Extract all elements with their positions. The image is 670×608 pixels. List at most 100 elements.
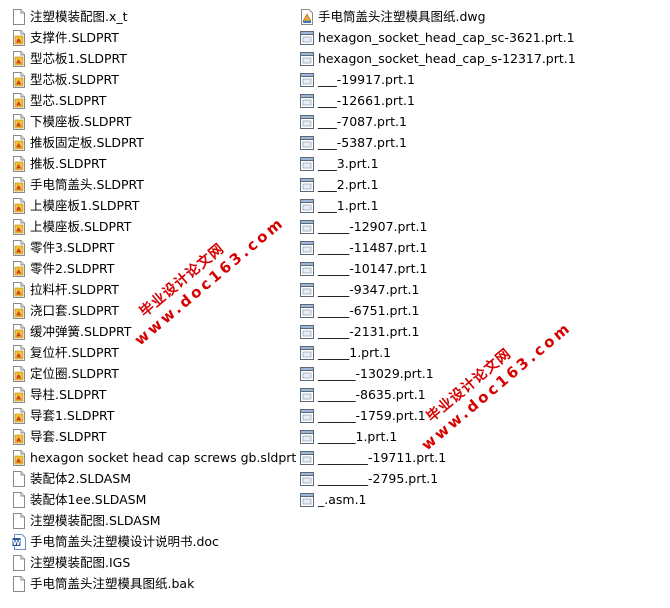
right-file-item[interactable]: _.asm.1 [300,489,665,510]
prt-window-icon [300,471,314,487]
right-file-item[interactable]: ______-1759.prt.1 [300,405,665,426]
prt-window-icon [300,177,314,193]
right-file-item[interactable]: ___2.prt.1 [300,174,665,195]
left-file-item[interactable]: 零件2.SLDPRT [12,258,297,279]
prt-window-icon [300,366,314,382]
file-name: ________-19711.prt.1 [318,450,447,465]
left-file-item[interactable]: 型芯板.SLDPRT [12,69,297,90]
file-name: ___-5387.prt.1 [318,135,407,150]
prt-window-icon [300,72,314,88]
prt-window-icon [300,324,314,340]
right-file-item[interactable]: _____-9347.prt.1 [300,279,665,300]
sldprt-icon [12,176,26,193]
left-file-item[interactable]: 导柱.SLDPRT [12,384,297,405]
sldprt-icon [12,239,26,256]
file-name: 手电筒盖头注塑模设计说明书.doc [30,534,219,549]
left-file-item[interactable]: 支撑件.SLDPRT [12,27,297,48]
file-name: 零件2.SLDPRT [30,261,115,276]
left-file-item[interactable]: hexagon socket head cap screws gb.sldprt [12,447,297,468]
left-file-item[interactable]: 浇口套.SLDPRT [12,300,297,321]
right-file-item[interactable]: ___-5387.prt.1 [300,132,665,153]
right-file-item[interactable]: hexagon_socket_head_cap_sc-3621.prt.1 [300,27,665,48]
right-file-item[interactable]: ___-7087.prt.1 [300,111,665,132]
right-file-item[interactable]: ___3.prt.1 [300,153,665,174]
left-file-item[interactable]: 装配体1ee.SLDASM [12,489,297,510]
right-file-item[interactable]: ___-19917.prt.1 [300,69,665,90]
prt-window-icon [300,450,314,466]
right-file-item[interactable]: ___1.prt.1 [300,195,665,216]
right-file-item[interactable]: ________-19711.prt.1 [300,447,665,468]
left-file-item[interactable]: W 手电筒盖头注塑模设计说明书.doc [12,531,297,552]
right-file-item[interactable]: _____-6751.prt.1 [300,300,665,321]
file-name: ___1.prt.1 [318,198,379,213]
file-name: 上模座板1.SLDPRT [30,198,140,213]
file-name: 导套1.SLDPRT [30,408,115,423]
sldprt-icon [12,428,26,445]
left-file-item[interactable]: 注塑模装配图.IGS [12,552,297,573]
blank-file-icon [12,575,26,592]
left-file-item[interactable]: 缓冲弹簧.SLDPRT [12,321,297,342]
left-file-item[interactable]: 上模座板1.SLDPRT [12,195,297,216]
sldprt-icon [12,365,26,382]
sldprt-icon [12,134,26,151]
prt-window-icon [300,303,314,319]
sldprt-icon [12,155,26,172]
prt-window-icon [300,198,314,214]
file-name: 浇口套.SLDPRT [30,303,119,318]
left-file-item[interactable]: 手电筒盖头注塑模具图纸.bak [12,573,297,594]
sldprt-icon [12,197,26,214]
left-file-item[interactable]: 注塑模装配图.x_t [12,6,297,27]
right-file-item[interactable]: _____-12907.prt.1 [300,216,665,237]
left-file-item[interactable]: 注塑模装配图.SLDASM [12,510,297,531]
file-name: 复位杆.SLDPRT [30,345,119,360]
left-file-item[interactable]: 型芯板1.SLDPRT [12,48,297,69]
left-file-item[interactable]: 手电筒盖头.SLDPRT [12,174,297,195]
prt-window-icon [300,408,314,424]
file-name: ___3.prt.1 [318,156,379,171]
file-name: 上模座板.SLDPRT [30,219,132,234]
right-file-item[interactable]: ______-8635.prt.1 [300,384,665,405]
file-name: ___-12661.prt.1 [318,93,415,108]
sldprt-icon [12,92,26,109]
left-file-item[interactable]: 定位圈.SLDPRT [12,363,297,384]
prt-window-icon [300,345,314,361]
right-file-item[interactable]: _____1.prt.1 [300,342,665,363]
file-name: 缓冲弹簧.SLDPRT [30,324,132,339]
sldprt-icon [12,50,26,67]
right-file-item[interactable]: _____-2131.prt.1 [300,321,665,342]
file-name: _____1.prt.1 [318,345,392,360]
file-name: ______-1759.prt.1 [318,408,426,423]
left-file-item[interactable]: 推板.SLDPRT [12,153,297,174]
file-name: 定位圈.SLDPRT [30,366,119,381]
left-file-item[interactable]: 推板固定板.SLDPRT [12,132,297,153]
prt-window-icon [300,429,314,445]
sldprt-icon [12,344,26,361]
blank-file-icon [12,512,26,529]
right-file-item[interactable]: ___-12661.prt.1 [300,90,665,111]
right-file-item[interactable]: ______1.prt.1 [300,426,665,447]
word-doc-icon: W [12,533,26,550]
file-name: ___-19917.prt.1 [318,72,415,87]
left-file-item[interactable]: 装配体2.SLDASM [12,468,297,489]
right-file-item[interactable]: ________-2795.prt.1 [300,468,665,489]
right-file-item[interactable]: _____-11487.prt.1 [300,237,665,258]
left-file-item[interactable]: 型芯.SLDPRT [12,90,297,111]
file-name: hexagon_socket_head_cap_sc-3621.prt.1 [318,30,575,45]
right-file-column: 手电筒盖头注塑模具图纸.dwg hexagon_socket_head_cap_s… [300,6,665,510]
left-file-item[interactable]: 上模座板.SLDPRT [12,216,297,237]
right-file-item[interactable]: 手电筒盖头注塑模具图纸.dwg [300,6,665,27]
left-file-item[interactable]: 导套1.SLDPRT [12,405,297,426]
left-file-item[interactable]: 导套.SLDPRT [12,426,297,447]
file-name: 手电筒盖头注塑模具图纸.bak [30,576,195,591]
file-name: 型芯板1.SLDPRT [30,51,127,66]
right-file-item[interactable]: hexagon_socket_head_cap_s-12317.prt.1 [300,48,665,69]
left-file-item[interactable]: 复位杆.SLDPRT [12,342,297,363]
dwg-icon [300,8,314,25]
left-file-item[interactable]: 拉料杆.SLDPRT [12,279,297,300]
file-name: hexagon socket head cap screws gb.sldprt [30,450,297,465]
right-file-item[interactable]: _____-10147.prt.1 [300,258,665,279]
left-file-item[interactable]: 零件3.SLDPRT [12,237,297,258]
file-name: ______-8635.prt.1 [318,387,426,402]
left-file-item[interactable]: 下模座板.SLDPRT [12,111,297,132]
right-file-item[interactable]: ______-13029.prt.1 [300,363,665,384]
